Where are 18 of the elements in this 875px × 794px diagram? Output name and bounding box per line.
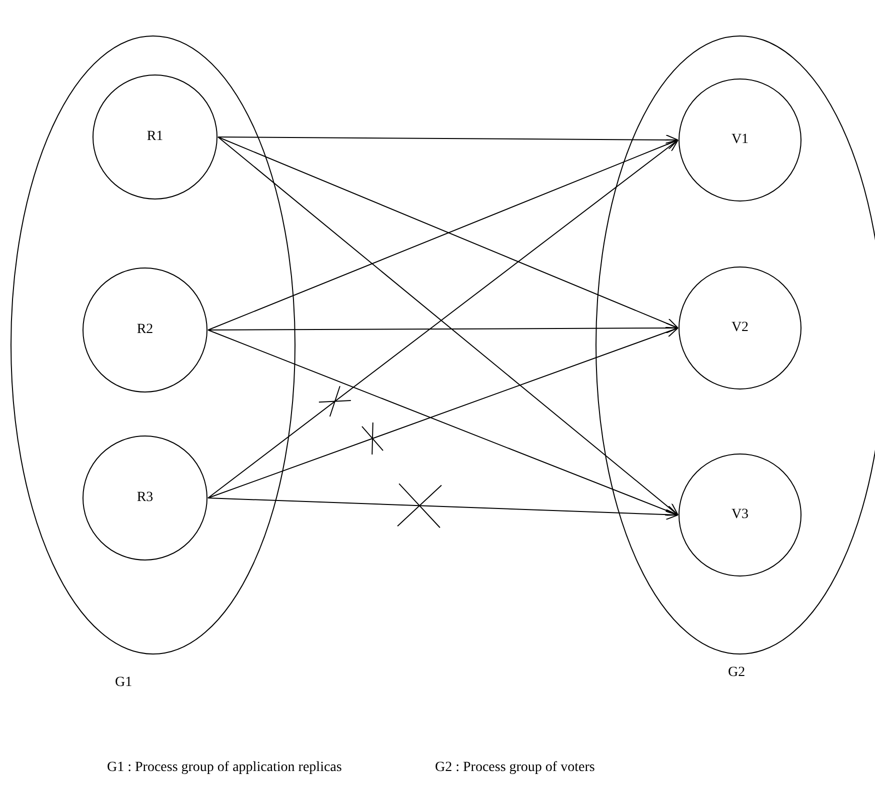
group-label: G1	[115, 675, 132, 691]
process-label: V1	[731, 132, 749, 148]
legend-note: G2 : Process group of voters	[435, 760, 595, 776]
process-label: V3	[731, 507, 749, 523]
process-label: R3	[136, 490, 154, 506]
process-circle	[678, 266, 802, 390]
process-circle	[82, 267, 208, 393]
process-label: R1	[146, 129, 164, 145]
process-circle	[92, 74, 218, 200]
group-label: G2	[728, 665, 746, 681]
arrow	[208, 498, 678, 520]
process-circle	[82, 435, 208, 561]
process-circle	[678, 78, 802, 202]
process-circle	[678, 453, 802, 577]
process-label: V2	[731, 320, 749, 336]
legend-note: G1 : Process group of application replicas	[107, 760, 342, 776]
process-label: R2	[136, 322, 154, 338]
arrow	[208, 322, 678, 334]
